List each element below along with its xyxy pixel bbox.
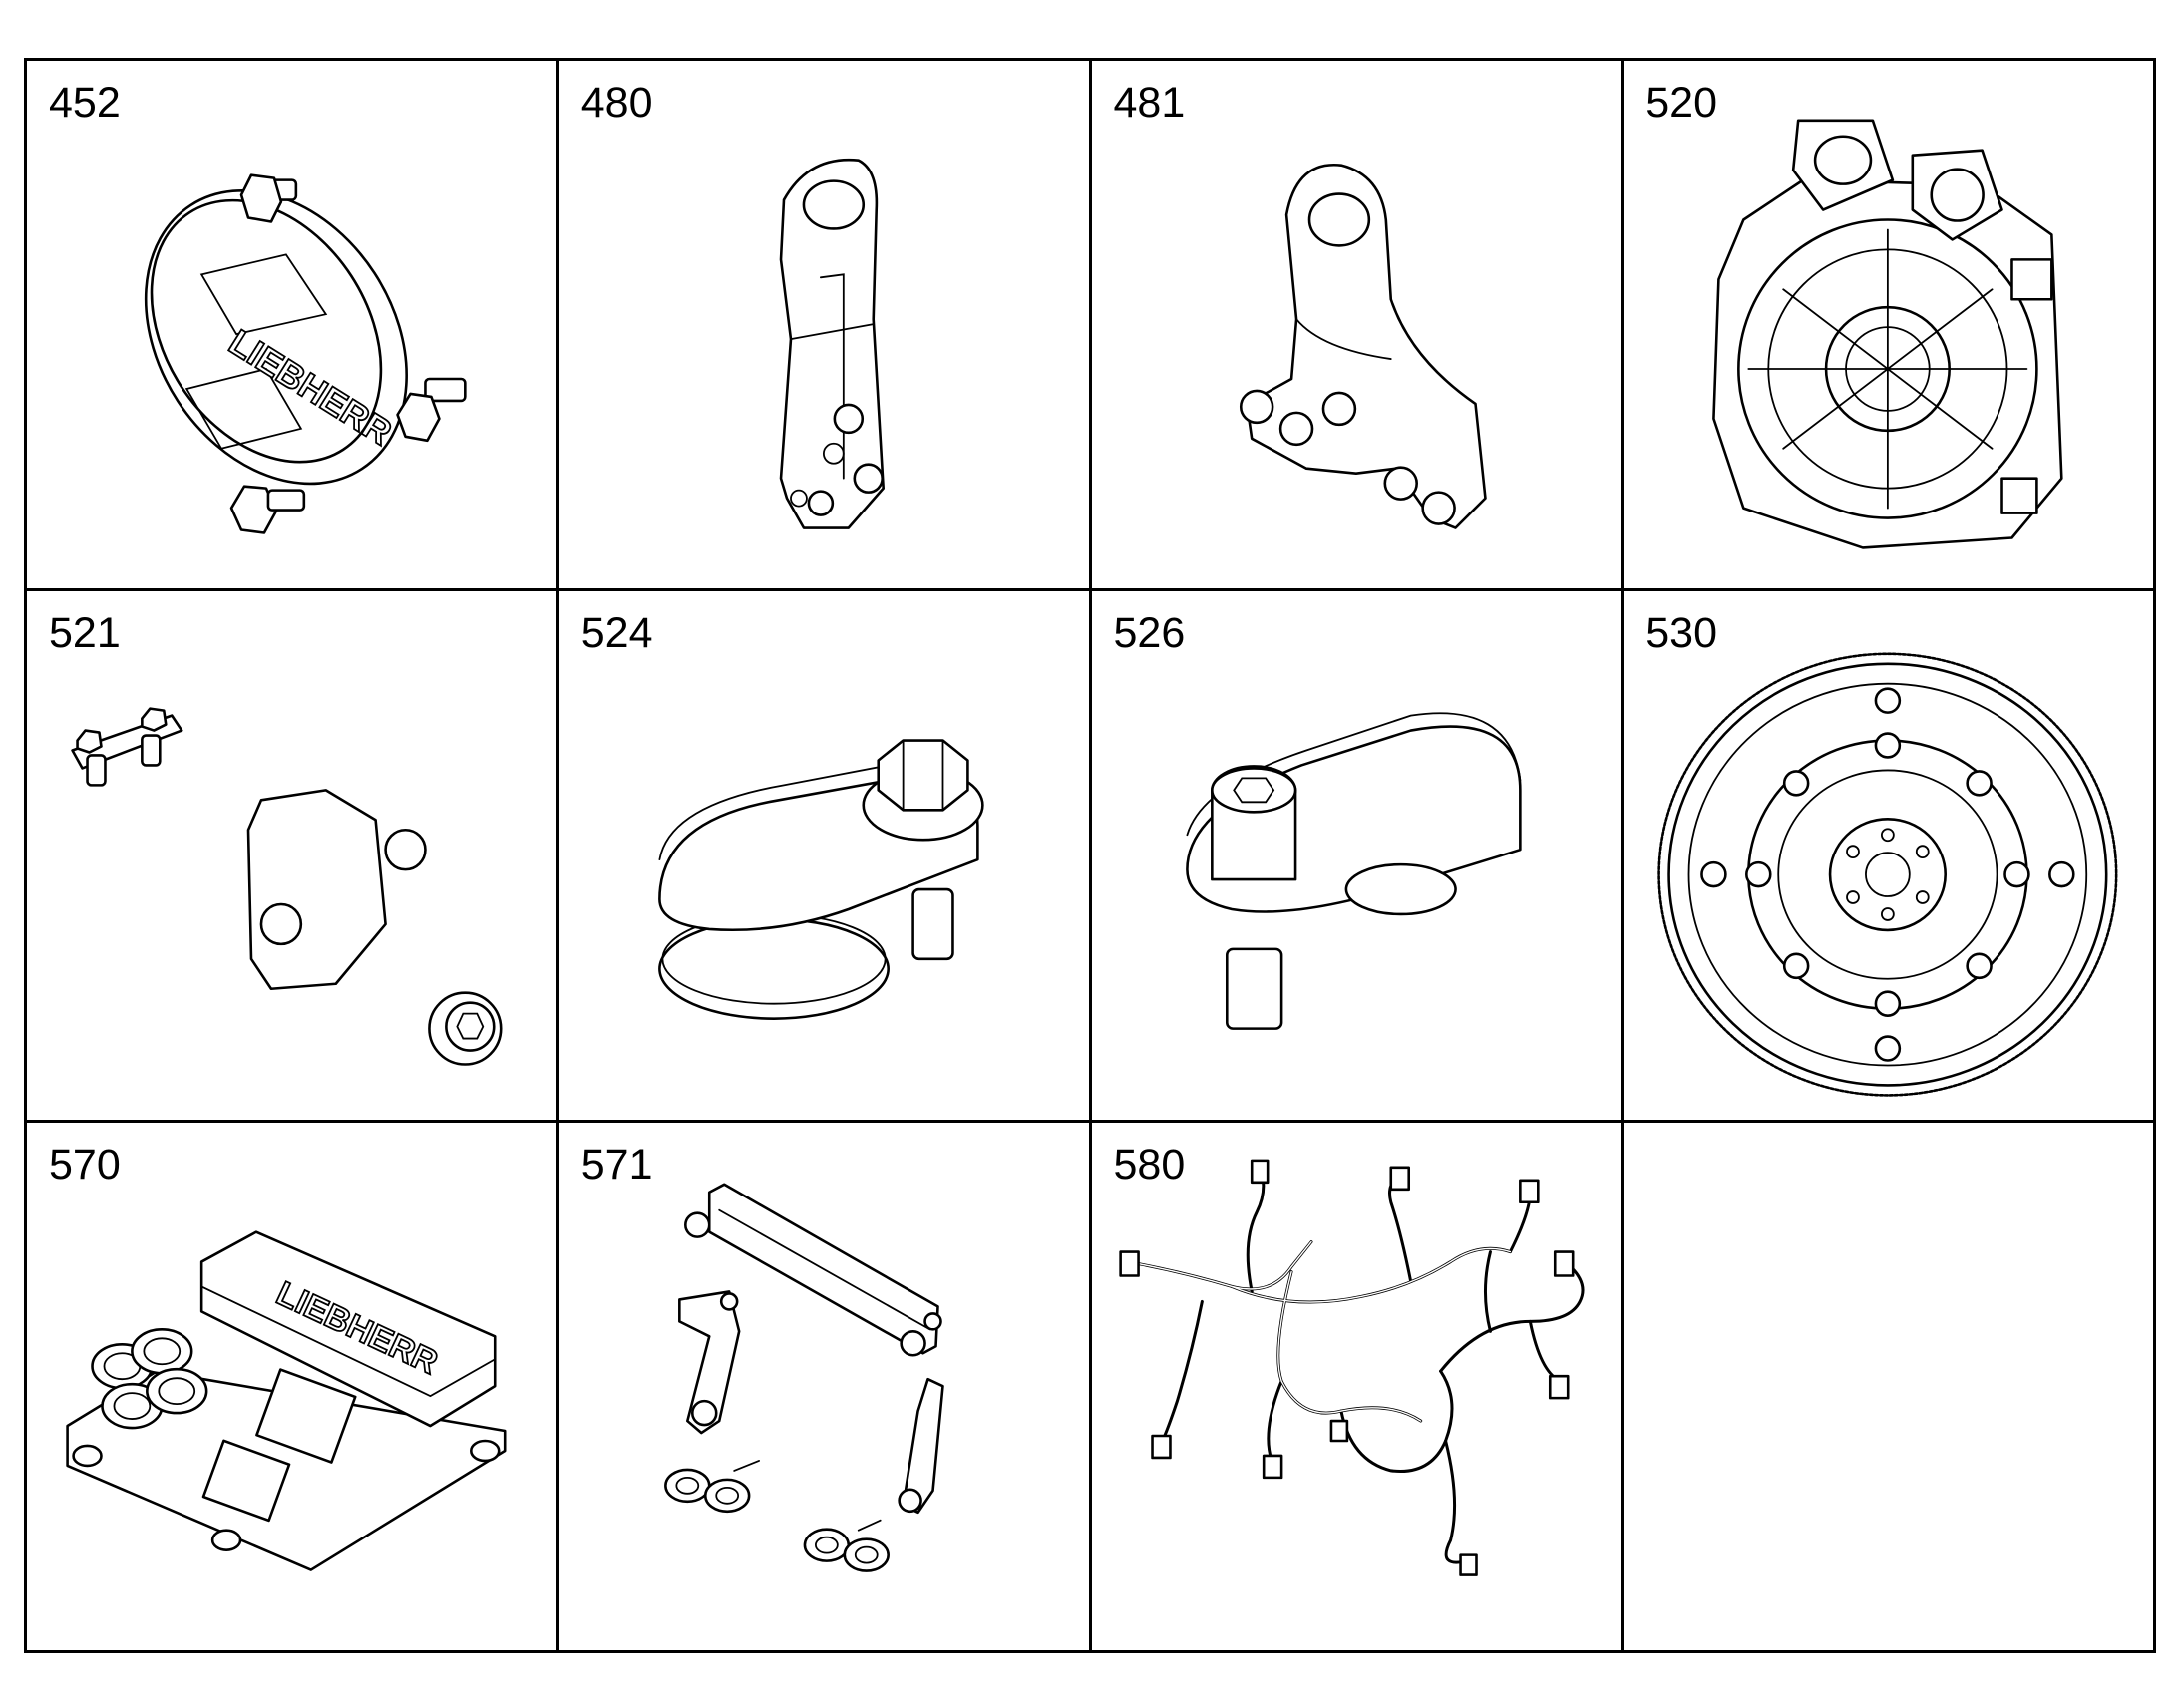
bolt-icon [239,173,298,223]
connector-icon [1150,1434,1172,1459]
cover-plate [246,789,387,991]
bolt-icon [833,403,864,435]
part-number: 524 [580,609,653,658]
part-cell-520[interactable]: 520 [1624,61,2156,592]
connector-icon [1250,1159,1269,1184]
part-cell-580[interactable]: 580 [1091,1122,1625,1653]
plug-cover-hex-illustration [657,739,984,1021]
clip-icon [663,1459,760,1513]
part-cell-empty [1624,1122,2156,1653]
bolt-icon [853,463,884,494]
bolt-hole [1874,990,1902,1018]
connector-icon [1329,1419,1348,1442]
bolt-hole [1783,770,1810,797]
short-bracket [902,1377,944,1514]
bolt-hole [1874,732,1902,760]
parts-grid: 452 LIEBHERR 480 [24,58,2156,1653]
bolt-hole [2048,861,2075,888]
connector-icon [1458,1552,1478,1576]
bolt-hole [1966,770,1994,797]
bolt-icon [1278,411,1313,447]
part-cell-481[interactable]: 481 [1091,61,1625,592]
wiring-harness-illustration [1118,1159,1584,1576]
bolt-icon [807,490,834,516]
part-number: 530 [1645,609,1717,658]
bolt-icon [900,1329,926,1357]
bolt-icon [384,829,427,871]
connector-icon [91,1327,208,1429]
part-number: 521 [49,609,121,658]
bolt-icon [898,1488,922,1513]
lifting-lug-bracket-illustration [779,158,885,529]
plug-icon [428,991,503,1067]
bolt-icon [1420,491,1456,525]
bracket-set-illustration [663,1183,944,1572]
bolt-icon [1382,466,1418,501]
cover-plate-set-illustration [71,707,503,1067]
bolt-icon [1239,389,1273,425]
control-unit-illustration: LIEBHERR [66,1230,507,1571]
bolt-hole [1874,687,1902,715]
bolt-hole [1783,952,1810,980]
liebherr-cover-plate-illustration: LIEBHERR [144,173,467,534]
connector-icon [1548,1374,1570,1400]
bolt-icon [1321,391,1356,427]
part-number: 520 [1645,79,1717,127]
part-cell-452[interactable]: 452 LIEBHERR [27,61,559,592]
part-cell-521[interactable]: 521 [27,591,559,1123]
bolt-hole [1745,861,1772,888]
part-number: 480 [580,79,653,127]
part-cell-570[interactable]: 570 LIEBHERR [27,1122,559,1653]
flywheel-housing-illustration [1712,119,2063,549]
part-number: 452 [49,79,121,127]
plug-cover-socket-illustration [1185,712,1522,1031]
connector-icon [1262,1454,1282,1479]
bolt-icon [683,1211,711,1238]
bolt-icon [259,903,303,946]
flywheel-ring-gear-illustration [1657,652,2118,1098]
part-cell-530[interactable]: 530 [1624,591,2156,1123]
part-cell-524[interactable]: 524 [558,591,1092,1123]
connector-icon [1518,1179,1540,1203]
part-number: 526 [1113,609,1186,658]
part-number: 570 [49,1140,121,1189]
part-cell-526[interactable]: 526 [1091,591,1625,1123]
bolt-hole [1966,952,1994,980]
bolt-icon [229,485,306,534]
bolt-hole [2003,861,2030,888]
bolt-icon [690,1399,718,1426]
part-number: 571 [580,1140,653,1189]
connector-icon [1553,1249,1574,1277]
bolt-icon [396,377,467,443]
connector-icon [1118,1249,1140,1277]
part-cell-480[interactable]: 480 [558,61,1092,592]
lifting-eye-bracket-illustration [1239,163,1487,529]
part-number: 481 [1113,79,1186,127]
clip-icon [803,1519,890,1572]
part-cell-571[interactable]: 571 [558,1122,1092,1653]
bolt-hole [1700,861,1727,888]
part-number: 580 [1113,1140,1186,1189]
bolt-hole [1874,1035,1902,1063]
connector-icon [1388,1166,1410,1191]
